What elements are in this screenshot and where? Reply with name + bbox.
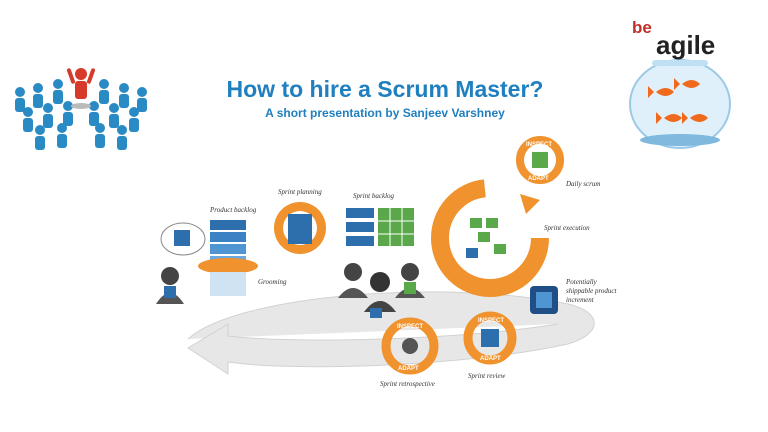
label-sprint-review: Sprint review	[468, 372, 506, 380]
label-sprint-execution: Sprint execution	[544, 224, 590, 232]
scrum-team-icon	[338, 263, 425, 318]
label-grooming: Grooming	[258, 278, 287, 286]
review-adapt: ADAPT	[480, 356, 501, 362]
sprint-execution-icon	[431, 179, 549, 297]
sprint-planning-icon	[274, 202, 326, 254]
people-crowd-icon	[15, 68, 147, 150]
retro-adapt: ADAPT	[398, 366, 419, 372]
review-inspect: INSPECT	[478, 318, 504, 324]
fishbowl-logo-icon	[629, 59, 731, 149]
sprint-retrospective-icon	[381, 317, 439, 375]
sprint-backlog-icon	[346, 208, 414, 246]
retro-inspect: INSPECT	[397, 324, 423, 330]
daily-scrum-icon	[516, 136, 564, 184]
slide-subtitle: A short presentation by Sanjeev Varshney	[265, 106, 505, 120]
sprint-review-icon	[463, 311, 517, 365]
label-increment-3: increment	[566, 296, 595, 304]
label-product-backlog: Product backlog	[209, 206, 257, 214]
product-backlog-icon	[198, 220, 258, 296]
scrum-cycle-diagram: Product backlog Grooming Sprint planning…	[156, 136, 618, 388]
logo-agile-text: agile	[656, 30, 716, 60]
product-owner-icon	[156, 222, 206, 304]
product-increment-icon	[530, 286, 558, 314]
label-sprint-backlog: Sprint backlog	[353, 192, 395, 200]
label-daily-scrum: Daily scrum	[565, 180, 600, 188]
label-increment-1: Potentially	[565, 278, 598, 286]
logo-be-text: be	[632, 18, 652, 37]
daily-scrum-inspect: INSPECT	[526, 142, 552, 148]
label-sprint-retrospective: Sprint retrospective	[380, 380, 435, 388]
daily-scrum-adapt: ADAPT	[528, 176, 549, 182]
label-sprint-planning: Sprint planning	[278, 188, 322, 196]
label-increment-2: shippable product	[566, 287, 618, 295]
slide-title: How to hire a Scrum Master?	[226, 76, 544, 102]
